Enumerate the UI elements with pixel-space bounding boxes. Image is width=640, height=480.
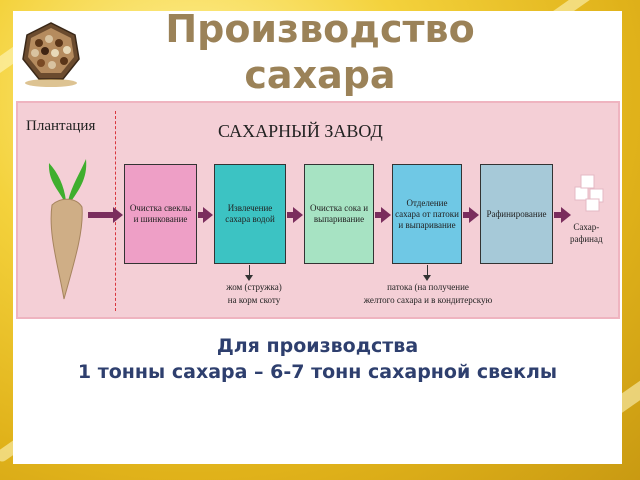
product-label: Сахар- рафинад [570,221,603,245]
byproduct-2-line-2: желтого сахара и в кондитерскую [363,295,493,305]
step-label: Очистка свеклы и шинкование [129,203,192,224]
plantation-label: Плантация [26,118,96,134]
step-label: Очистка сока и выпаривание [309,203,369,224]
byproduct-1-label: жом (стружка) на корм скоту [209,281,299,307]
step-label: Извлечение сахара водой [225,203,275,224]
byproduct-1-line-2: на корм скоту [227,295,281,305]
process-step-3: Очистка сока и выпаривание [304,164,374,264]
flow-arrow [287,207,303,223]
byproduct-1-line-1: жом (стружка) [226,282,282,292]
flow-arrow [375,207,391,223]
byproduct-arrowhead-2 [423,275,431,281]
byproduct-2-label: патока (на получение желтого сахара и в … [343,281,513,307]
footer-text: Для производства 1 тонны сахара – 6-7 то… [13,325,622,385]
process-step-2: Извлечение сахара водой [214,164,286,264]
byproduct-arrow-1 [249,265,250,278]
slide-title: Производство сахара [0,6,640,98]
flow-arrow [463,207,479,223]
factory-label: САХАРНЫЙ ЗАВОД [218,121,383,141]
process-step-5: Рафинирование [480,164,553,264]
flow-arrow [88,207,123,223]
product-line-1: Сахар- [573,222,600,232]
footer-line-2: 1 тонны сахара – 6-7 тонн сахарной свекл… [77,361,558,383]
step-label: Отделение сахара от патоки и выпаривание [395,197,459,230]
byproduct-arrowhead-1 [245,275,253,281]
candy-box-image [22,22,80,87]
process-step-4: Отделение сахара от патоки и выпаривание [392,164,462,264]
title-line-2: сахара [244,53,396,97]
step-label: Рафинирование [486,208,547,219]
production-diagram: Плантация САХАРНЫЙ ЗАВОД Очистка свеклы … [16,101,620,319]
byproduct-arrow-2 [427,265,428,278]
flow-arrow [554,207,571,223]
product-line-2: рафинад [570,234,603,244]
process-step-1: Очистка свеклы и шинкование [124,164,197,264]
sugar-cubes-icon [574,174,604,212]
title-line-1: Производство [165,7,475,51]
byproduct-2-line-1: патока (на получение [387,282,469,292]
sugar-beet-icon [48,159,87,300]
flow-arrow [198,207,213,223]
footer-line-1: Для производства [216,335,419,357]
